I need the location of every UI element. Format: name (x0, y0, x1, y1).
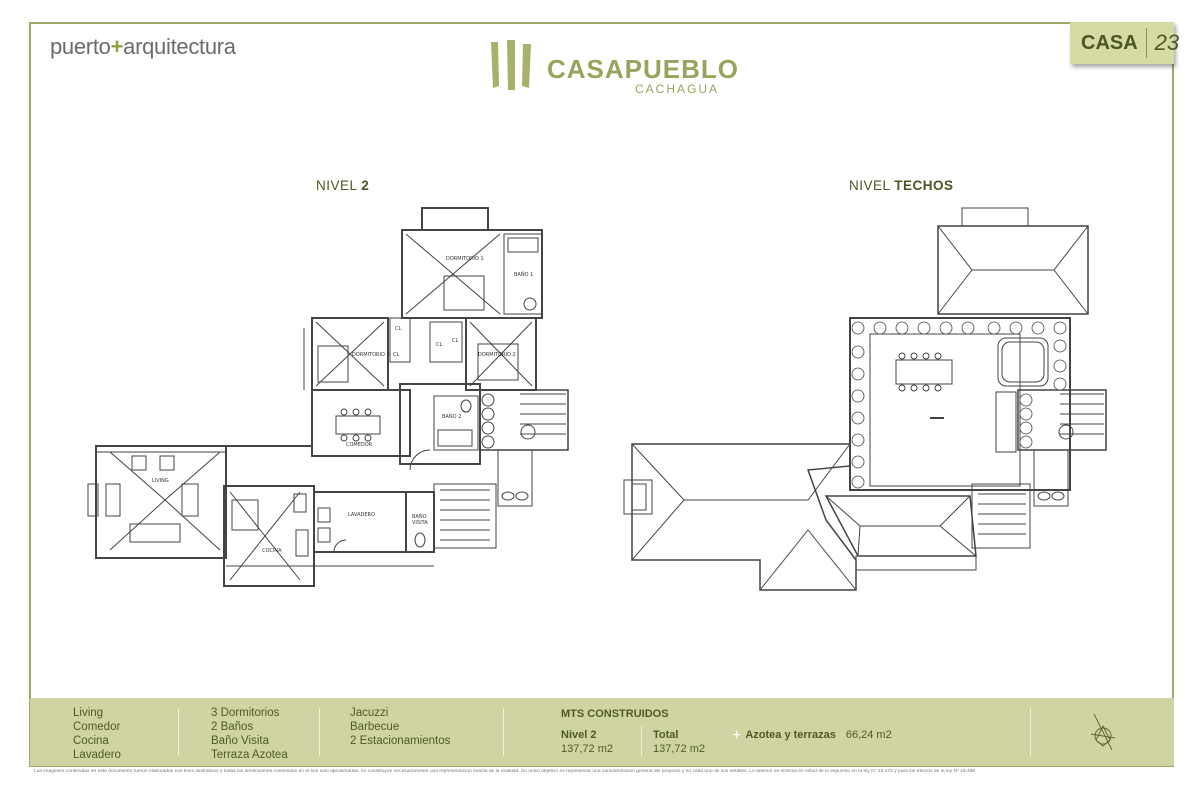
label-comedor: COMEDOR (346, 442, 373, 448)
casapueblo-mark-icon (491, 40, 531, 90)
label-closet-d: CL (436, 342, 443, 348)
page-frame (29, 22, 1174, 767)
label-closet-b: CL (393, 352, 400, 358)
bano-2-room (433, 395, 479, 451)
living-room (95, 445, 227, 559)
label-closet-c: CL (452, 338, 459, 344)
legal-disclaimer: Las imágenes contenidas en este document… (34, 769, 976, 774)
nivel-techos-title: NIVEL TECHOS (849, 178, 954, 193)
puerto-arquitectura-logo: puerto+arquitectura (50, 34, 236, 59)
casapueblo-logo: CASAPUEBLO CACHAGUA (487, 38, 738, 98)
label-dormitorio-3: DORMITORIO 3 (352, 352, 390, 358)
roof-lower-left (631, 443, 857, 591)
label-bano-2: BAÑO 2 (442, 414, 462, 420)
nivel-2-title: NIVEL 2 (316, 178, 370, 193)
brand-subtitle: CACHAGUA (635, 82, 720, 96)
label-dormitorio-2: DORMITORIO 2 (478, 352, 516, 358)
features-col-3: Jacuzzi Barbecue 2 Estacionamientos (350, 707, 451, 747)
divider (1030, 708, 1031, 756)
features-col-2: 3 Dormitorios 2 Baños Baño Visita Terraz… (211, 707, 288, 761)
divider (641, 726, 642, 756)
info-bar: Living Comedor Cocina Lavadero 3 Dormito… (30, 698, 1174, 766)
label-lavadero: LAVADERO (348, 512, 375, 518)
brand-name: CASAPUEBLO (547, 54, 740, 84)
features-col-1: Living Comedor Cocina Lavadero (73, 707, 121, 761)
divider (503, 708, 504, 756)
north-compass-icon (1090, 713, 1116, 751)
jacuzzi (997, 337, 1049, 387)
label-living: LIVING (152, 478, 169, 484)
bano-1-room (503, 233, 543, 315)
label-dormitorio-1: DORMITORIO 1 (446, 256, 484, 262)
mts-construidos-title: MTS CONSTRUIDOS (561, 708, 669, 720)
label-closet-a: CL (395, 326, 402, 332)
casa-number: 23 (1154, 30, 1180, 55)
divider (319, 708, 320, 756)
casa-word: CASA (1070, 28, 1147, 58)
casa-number-tag: CASA 23 (1070, 22, 1179, 64)
dormitorio-3-room (311, 317, 389, 391)
label-cocina: COCINA (262, 548, 282, 554)
label-bano-visita: BAÑO VISITA (412, 514, 428, 526)
label-bano-1: BAÑO 1 (514, 272, 534, 278)
divider (178, 708, 179, 756)
roof-terrace (849, 317, 1071, 491)
floor-plans-drawing (87, 207, 1107, 591)
mts-total: Total 137,72 m2 (653, 729, 705, 755)
mts-nivel-2: Nivel 2 137,72 m2 (561, 729, 613, 755)
